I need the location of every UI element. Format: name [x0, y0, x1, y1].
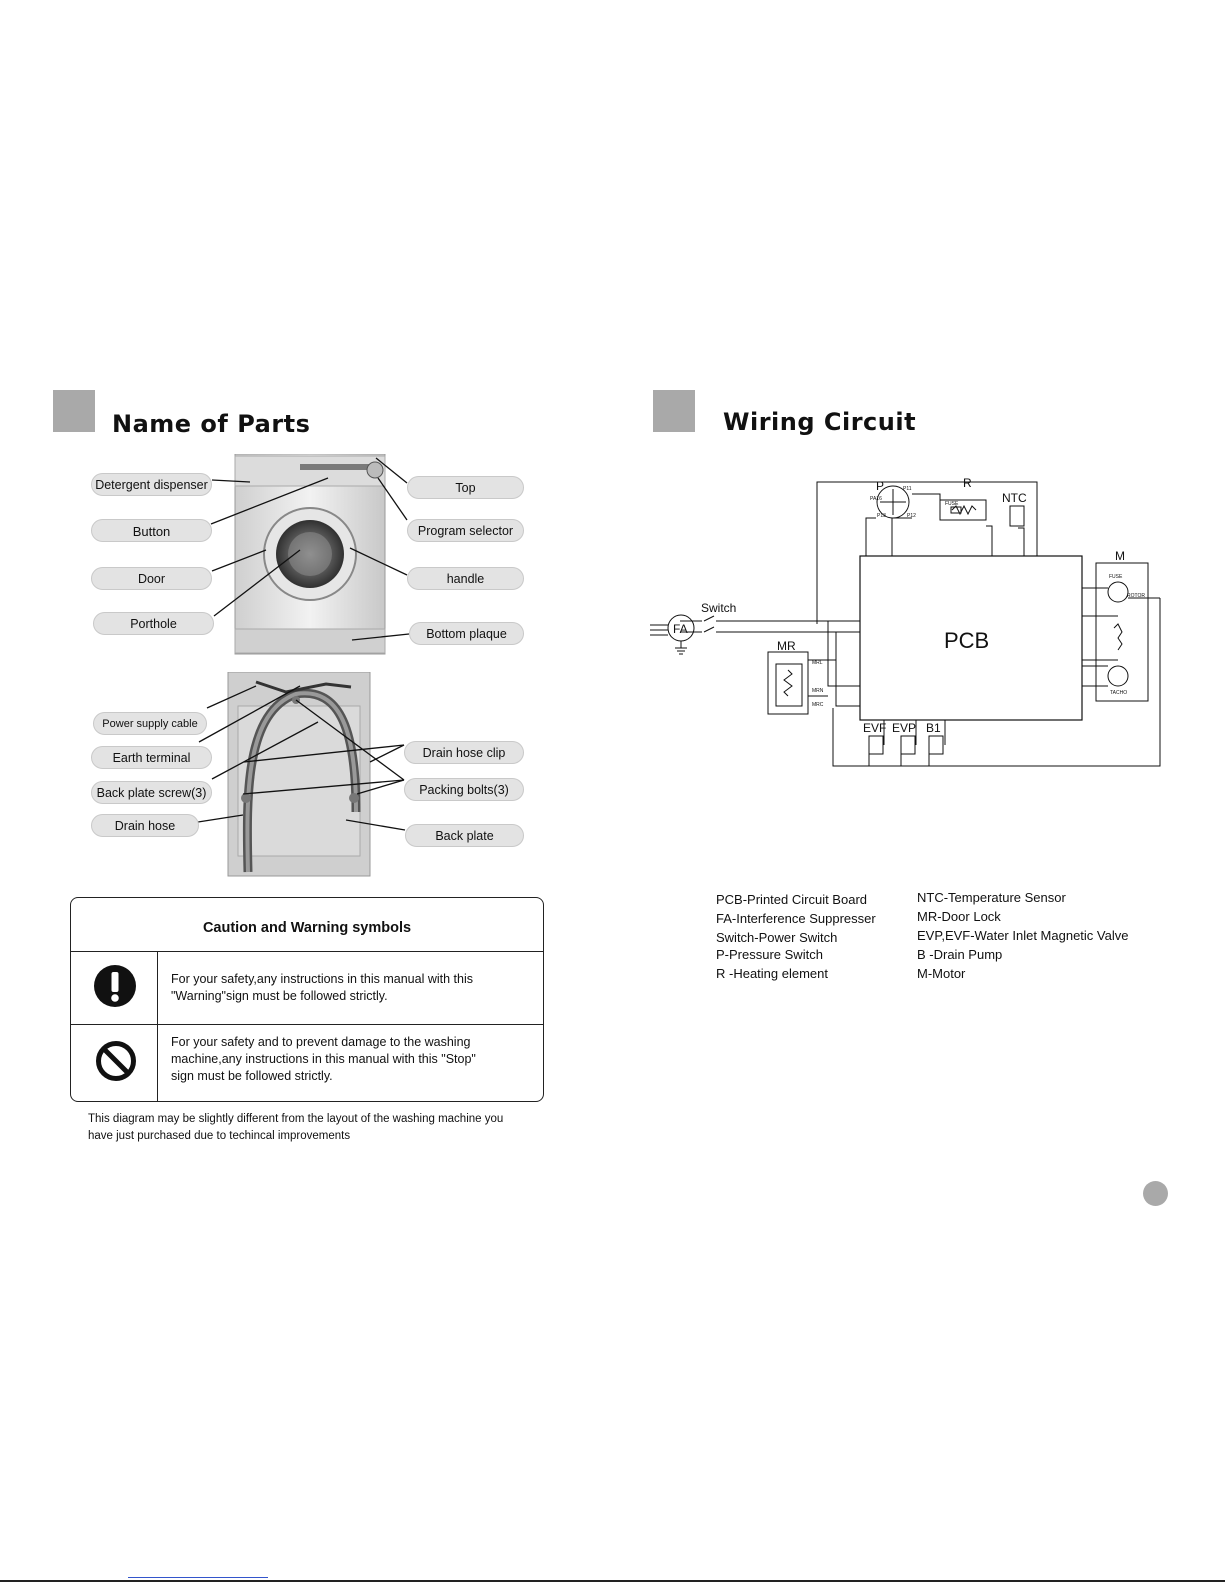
rotor-label: ROTOR [1127, 593, 1145, 599]
bottom-link-underline [128, 1577, 268, 1578]
label-drain-hose: Drain hose [91, 814, 199, 837]
section-marker-right [653, 390, 695, 432]
motor-fuse-label: FUSE [1109, 574, 1123, 580]
legend-item: MR-Door Lock [917, 909, 1001, 924]
fa-label: FA [673, 622, 688, 636]
label-button: Button [91, 519, 212, 542]
motor-block [1095, 562, 1149, 702]
page-number-marker [1143, 1181, 1168, 1206]
exclamation-icon [94, 965, 136, 1007]
ntc-label: NTC [1002, 491, 1027, 505]
mrc-label: MRC [812, 702, 824, 708]
evp-valve [900, 735, 916, 755]
switch-label: Switch [701, 601, 736, 615]
legend-left: PCB-Printed Circuit Board FA-Interferenc… [716, 890, 876, 983]
m-label: M [1115, 549, 1125, 563]
door-lock [767, 651, 809, 715]
section-title-name-of-parts: Name of Parts [112, 410, 311, 438]
label-porthole: Porthole [93, 612, 214, 635]
bottom-rule [0, 1580, 1225, 1582]
legend-item: NTC-Temperature Sensor [917, 890, 1066, 905]
legend-item: R -Heating element [716, 966, 828, 981]
parts-leader-lines [197, 457, 410, 831]
evf-valve [868, 735, 884, 755]
label-drain-hose-clip: Drain hose clip [404, 741, 524, 764]
label-back-plate: Back plate [405, 824, 524, 847]
label-top: Top [407, 476, 524, 499]
stop-text: For your safety and to prevent damage to… [171, 1035, 476, 1083]
label-program-selector: Program selector [407, 519, 524, 542]
evf-label: EVF [863, 721, 886, 735]
p13-label: P13 [877, 513, 886, 519]
mrn-label: MRN [812, 688, 824, 694]
layout-disclaimer-note: This diagram may be slightly different f… [88, 1113, 504, 1142]
warning-text: For your safety,any instructions in this… [171, 972, 473, 1003]
legend-item: EVP,EVF-Water Inlet Magnetic Valve [917, 928, 1129, 943]
label-packing-bolts: Packing bolts(3) [404, 778, 524, 801]
washing-machine-back-photo [227, 672, 371, 877]
legend-item: P-Pressure Switch [716, 947, 823, 962]
label-earth-terminal: Earth terminal [91, 746, 212, 769]
b1-label: B1 [926, 721, 941, 735]
caution-title: Caution and Warning symbols [71, 898, 543, 952]
legend-item: Switch-Power Switch [716, 930, 838, 945]
evp-label: EVP [892, 721, 916, 735]
p11-label: P11 [903, 486, 912, 492]
p-label: P [876, 479, 884, 493]
legend-item: M-Motor [917, 966, 966, 981]
label-back-plate-screw: Back plate screw(3) [91, 781, 212, 804]
legend-item: FA-Interference Suppresser [716, 911, 876, 926]
section-marker [53, 390, 95, 432]
b1-pump [928, 735, 944, 755]
label-power-supply-cable: Power supply cable [93, 712, 207, 735]
pressure-switch [876, 485, 910, 519]
pa16-label: PA16 [870, 496, 882, 502]
label-detergent-dispenser: Detergent dispenser [91, 473, 212, 496]
legend-item: PCB-Printed Circuit Board [716, 892, 867, 907]
tacho-label: TACHO [1110, 690, 1127, 696]
label-door: Door [91, 567, 212, 590]
section-title-wiring-circuit: Wiring Circuit [723, 408, 917, 436]
mrl-label: MRL [812, 660, 823, 666]
wiring-circuit-diagram: PCB P R NTC M Switch FA MR EVF EVP B1 FU… [650, 476, 1161, 767]
washing-machine-front-photo [234, 454, 386, 655]
label-handle: handle [407, 567, 524, 590]
label-bottom-plaque: Bottom plaque [409, 622, 524, 645]
r-label: R [963, 476, 972, 490]
legend-item: B -Drain Pump [917, 947, 1003, 962]
prohibition-icon [96, 1041, 136, 1081]
warning-row [71, 951, 543, 1025]
heater-fuse-label: FUSE [945, 501, 959, 507]
p12-label: P12 [907, 513, 916, 519]
mr-label: MR [777, 639, 796, 653]
caution-warning-table: Caution and Warning symbols For your saf… [70, 897, 544, 1102]
pcb-block [859, 555, 1083, 721]
pcb-label: PCB [944, 628, 989, 653]
legend-right: NTC-Temperature Sensor MR-Door Lock EVP,… [917, 888, 1128, 983]
